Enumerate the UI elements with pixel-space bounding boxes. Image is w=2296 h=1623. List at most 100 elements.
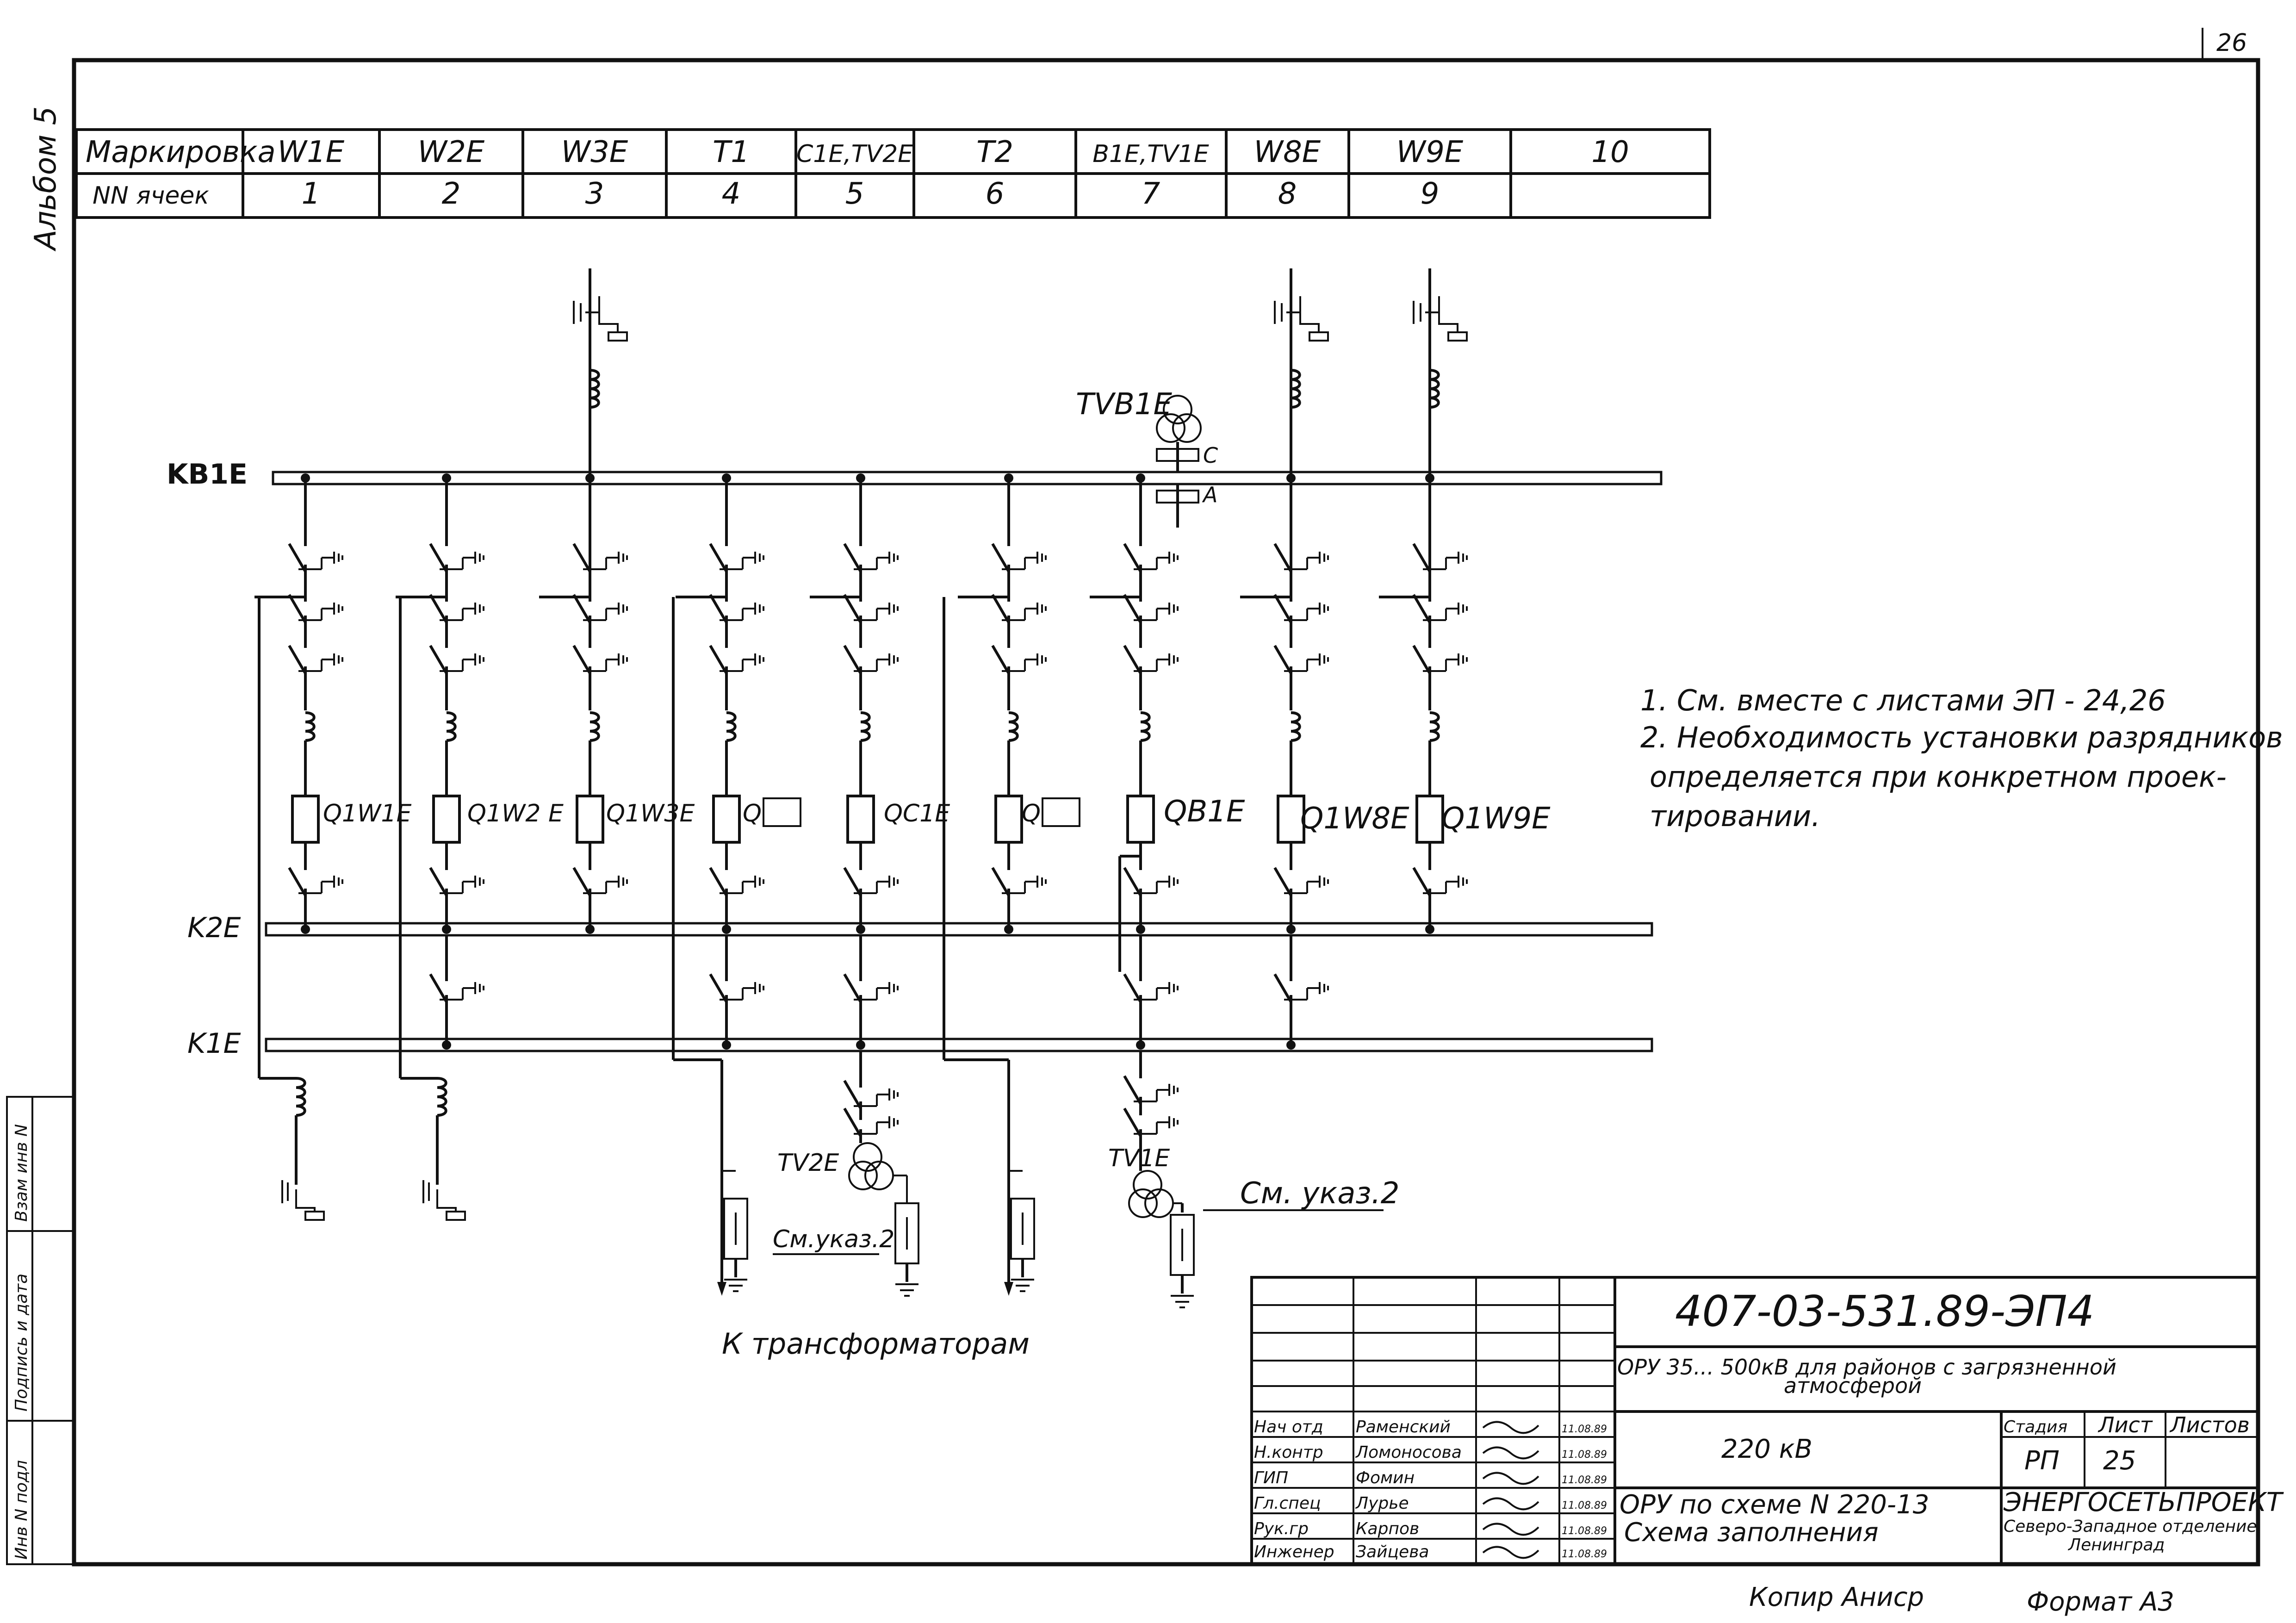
top-feeder-3-term-head — [1447, 331, 1468, 342]
date-5: 11.08.89 — [1562, 1525, 1607, 1537]
footer-format: Формат А3 — [2027, 1587, 2174, 1617]
cell-number-5: 5 — [845, 177, 864, 211]
voltage-transformer-tv2e: TV2E См.указ.2 — [773, 1142, 908, 1255]
object-title-1: ОРУ 35... 500кВ для районов с загрязненн… — [1617, 1355, 2116, 1380]
bay-2-ds-2-blade — [429, 594, 448, 623]
bay-2-ds-1-blade — [429, 543, 448, 572]
bay-1-ds-1-blade — [288, 543, 307, 572]
sheet-title-2: Схема заполнения — [1624, 1517, 1879, 1548]
bay-9-breaker — [1415, 795, 1444, 844]
note-3: определяется при конкретном проек- — [1650, 760, 2227, 794]
out-2-choke — [437, 1077, 447, 1117]
bay-5-ct — [860, 711, 871, 742]
see-note-left: См.указ.2 — [773, 1225, 894, 1253]
bay-7-ds-3-blade — [1123, 645, 1142, 674]
breaker-label-7: QB1E — [1164, 795, 1245, 829]
top-feeder-3-term — [1438, 296, 1458, 333]
bay-2-breaker — [432, 795, 461, 844]
bay-1-ct — [305, 711, 316, 742]
bay-7-ds-2-blade — [1123, 594, 1142, 623]
k1-tap-2-ds-blade — [709, 973, 728, 1003]
signatures — [1482, 1421, 1539, 1559]
bay-6-breaker — [994, 795, 1023, 844]
bay-7-breaker — [1126, 795, 1155, 844]
side-stamp-inv: Инв N подл — [12, 1460, 31, 1560]
stage-label: Стадия — [2004, 1418, 2067, 1436]
tv1e-label: TV1E — [1108, 1144, 1170, 1172]
cell-number-3: 3 — [585, 177, 604, 211]
role-6: Инженер — [1254, 1542, 1334, 1561]
date-1: 11.08.89 — [1562, 1424, 1607, 1435]
k1-tap-3-dot — [856, 1040, 865, 1050]
bay-2-k2-dot — [442, 925, 451, 934]
breaker-tag-box-4 — [763, 797, 801, 827]
name-2: Ломоносова — [1355, 1443, 1462, 1462]
notes: 1. См. вместе с листами ЭП - 24,26 2. Не… — [1640, 684, 2283, 833]
side-stamp: Взам инв N Подпись и дата Инв N подл — [6, 1096, 75, 1565]
cell-number-1: 1 — [302, 177, 321, 211]
cell-number-9: 9 — [1421, 177, 1440, 211]
bay-7-k2-dot — [1136, 925, 1145, 934]
sheet-frame — [72, 58, 2260, 1567]
bay-4-breaker — [712, 795, 741, 844]
k1-tap-4-ds-blade — [1123, 973, 1142, 1003]
sheets-label: Листов — [2169, 1412, 2250, 1437]
cell-number-4: 4 — [722, 177, 741, 211]
org-3: Ленинград — [2067, 1536, 2165, 1555]
bay-9-k2-dot — [1425, 925, 1434, 934]
bus-k1e — [265, 1038, 1653, 1052]
bay-8-ct — [1291, 711, 1301, 742]
breaker-label-6: Q — [1022, 800, 1041, 827]
bay-1-k2-dot — [301, 925, 310, 934]
bay-6-ct — [1008, 711, 1019, 742]
bay-9-ds-1-blade — [1412, 543, 1431, 572]
top-feeder-2-term-head — [1309, 331, 1329, 342]
c-mark: C — [1203, 443, 1218, 468]
doc-number: 407-03-531.89-ЭП4 — [1675, 1287, 2094, 1336]
breaker-label-5: QC1E — [884, 800, 950, 827]
bay-7-ct — [1140, 711, 1151, 742]
bay-2-ds-3-blade — [429, 645, 448, 674]
out-1-choke — [296, 1077, 306, 1117]
top-feeder-3-choke — [1429, 369, 1440, 409]
name-4: Лурье — [1355, 1494, 1409, 1513]
role-5: Рук.гр — [1254, 1519, 1309, 1538]
top-feeder-1-term — [598, 296, 619, 333]
tv2-ds-1-blade — [843, 1080, 862, 1109]
stage-value: РП — [2024, 1446, 2060, 1476]
bay-5-breaker — [846, 795, 875, 844]
bay-1-ds-2-blade — [288, 594, 307, 623]
role-3: ГИП — [1254, 1468, 1288, 1487]
out-2-term-head — [446, 1211, 466, 1221]
out-2-term — [436, 1189, 457, 1213]
album-label: Альбом 5 — [29, 106, 63, 252]
title-block: 407-03-531.89-ЭП4 ОРУ 35... 500кВ для ра… — [1250, 1276, 2284, 1566]
name-3: Фомин — [1356, 1468, 1415, 1487]
bay-8-ds-1-blade — [1273, 543, 1292, 572]
k1-tap-2-dot — [722, 1040, 731, 1050]
marking-cell-10: 10 — [1591, 135, 1629, 169]
role-1: Нач отд — [1254, 1418, 1323, 1436]
bay-3-ds-4-blade — [572, 867, 591, 896]
date-6: 11.08.89 — [1562, 1548, 1607, 1560]
bay-6-k2-dot — [1004, 925, 1013, 934]
bay-5-ds-3-blade — [843, 645, 862, 674]
cell-number-2: 2 — [442, 177, 461, 211]
marking-cell-1: W1E — [278, 135, 345, 169]
bay-4-ds-3-blade — [709, 645, 728, 674]
top-feeder-1-term-head — [608, 331, 628, 342]
org-1: ЭНЕРГОСЕТЬПРОЕКТ — [2003, 1487, 2284, 1517]
bay-3-breaker — [576, 795, 604, 844]
voltage-transformer-tv1e: TV1E См. указ.2 — [1108, 1144, 1400, 1218]
org-2: Северо-Западное отделение — [2004, 1517, 2257, 1536]
marking-cell-8: W8E — [1254, 135, 1321, 169]
top-feeder-2-term — [1299, 296, 1320, 333]
marking-cell-3: W3E — [561, 135, 628, 169]
bay-7-ds-4-blade — [1123, 867, 1142, 896]
role-2: Н.контр — [1254, 1443, 1323, 1462]
bay-8-ds-3-blade — [1273, 645, 1292, 674]
bay-3-ds-2-blade — [572, 594, 591, 623]
bay-3-ct — [590, 711, 600, 742]
bay-3-ds-1-blade — [572, 543, 591, 572]
